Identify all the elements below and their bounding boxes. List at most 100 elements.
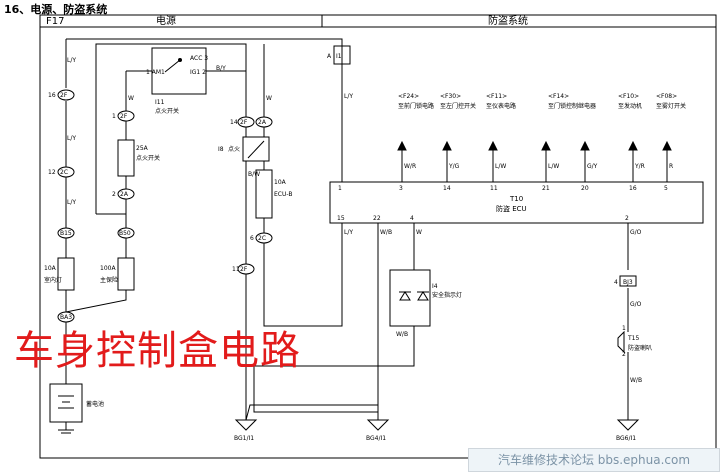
ecu-top-wire: W/R: [404, 163, 416, 170]
horn-name: 防盗喇叭: [628, 344, 652, 352]
ecu-id: T10: [509, 195, 523, 203]
conn-16: 16: [48, 92, 56, 99]
fuse-10a-rating: 10A: [44, 265, 57, 272]
conn-2A-e: 2A: [258, 119, 267, 126]
ecu-pin: 1: [338, 185, 342, 192]
conn-1: 1: [112, 113, 116, 120]
ground-label: BG6/I1: [616, 435, 636, 442]
horn-pin-1: 1: [622, 325, 626, 332]
horn-symbol: [617, 330, 625, 354]
arrow-up-icon: [397, 140, 407, 151]
indicator-id: I4: [432, 283, 438, 290]
wire-label: G/O: [630, 229, 642, 236]
conn-2A: 2A: [120, 191, 129, 198]
bj3-pin: 4: [614, 279, 618, 286]
signal-text: 至发动机: [618, 102, 642, 110]
conn-b15: B15: [60, 230, 72, 237]
switch-pin-ig1: IG1 2: [190, 69, 206, 76]
indicator-name: 安全指示灯: [432, 291, 462, 299]
switch-pin-acc: ACC 3: [190, 55, 208, 62]
switch-pin-am1: 1 AM1: [146, 69, 165, 76]
bj3-id: BJ3: [623, 279, 633, 286]
relay-name: 点火: [228, 145, 240, 153]
conn-11: 11: [232, 266, 240, 273]
ecu-name: 防盗 ECU: [496, 204, 527, 213]
conn-2F-d: 2F: [240, 266, 248, 273]
fuse-10a-box: [57, 257, 75, 291]
conn-2C-b: 2C: [258, 235, 266, 242]
conn-6: 6: [250, 235, 254, 242]
signal-code: <F30>: [440, 93, 461, 100]
conn-oval: [255, 232, 273, 244]
conn-oval: [117, 110, 135, 122]
ecu-top-wire: R: [669, 163, 673, 170]
indicator-box: [389, 269, 431, 327]
conn-12: 12: [48, 169, 56, 176]
fuse-25a-rating: 25A: [136, 145, 149, 152]
diagram-frame: [39, 14, 717, 459]
ecu-pin: 5: [664, 185, 668, 192]
signal-code: <F11>: [486, 93, 507, 100]
battery-name: 蓄电池: [86, 400, 104, 408]
ecu-pin: 15: [337, 215, 345, 222]
ecu-pin: 3: [399, 185, 403, 192]
battery-box: [49, 383, 83, 423]
signal-text: 至仪表电路: [486, 102, 516, 110]
conn-oval: [57, 311, 75, 323]
wire-ly-ecu: L/Y: [344, 93, 353, 100]
section-antitheft: 防盗系统: [488, 14, 528, 27]
wire-w-2: W: [266, 95, 272, 102]
wire-bw: B/W: [248, 171, 260, 178]
ecu-top-wire: Y/G: [448, 163, 460, 170]
ecu-pin: 4: [410, 215, 414, 222]
conn-ba3: BA3: [60, 314, 72, 321]
led-icon: [417, 291, 429, 301]
conn-oval: [237, 116, 255, 128]
section-power: 电源: [156, 14, 176, 27]
ground-label: BG1/I1: [234, 435, 254, 442]
relay-id: I8: [218, 146, 224, 153]
arrow-up-icon: [442, 140, 452, 151]
ecu-pin: 20: [581, 185, 589, 192]
ecu-pin: 22: [373, 215, 381, 222]
signal-code: <F10>: [618, 93, 639, 100]
ecu-box: [329, 181, 704, 224]
watermark-text: 车身控制盒电路: [14, 328, 301, 374]
signal-text: 至左门控开关: [440, 102, 476, 110]
fuse-100a-box: [117, 257, 135, 291]
wire-label: W: [416, 229, 422, 236]
forum-link[interactable]: 汽车维修技术论坛 bbs.ephua.com: [468, 448, 720, 472]
wire-label: W/B: [396, 331, 408, 338]
ground-icon: [616, 419, 640, 431]
conn-oval: [237, 263, 255, 275]
switch-id: I11: [155, 99, 165, 106]
conn-2: 2: [112, 191, 116, 198]
ecu-pin: 21: [542, 185, 550, 192]
ecu-top-wire: L/W: [548, 163, 559, 170]
fuse-10a-name: 室内灯: [44, 276, 62, 284]
signal-code: <F08>: [656, 93, 677, 100]
ecu-top-wire: L/W: [495, 163, 506, 170]
fuse-ecub-rating: 10A: [274, 179, 287, 186]
signal-text: 至前门锁电路: [398, 102, 434, 110]
ground-icon: [366, 419, 390, 431]
horn-id: T15: [627, 335, 639, 342]
conn-2C: 2C: [60, 169, 68, 176]
wire-w-1: W: [128, 95, 134, 102]
conn-b50: B50: [119, 230, 131, 237]
fig-id: F17: [46, 16, 64, 27]
ecu-pin: 11: [490, 185, 498, 192]
switch-name: 点火开关: [155, 107, 179, 115]
wire-gr: L/Y: [67, 199, 76, 206]
diode-icon: [399, 291, 411, 301]
conn-oval: [57, 166, 75, 178]
conn-2F-e: 2F: [240, 119, 248, 126]
signal-code: <F24>: [398, 93, 419, 100]
arrow-up-icon: [628, 140, 638, 151]
conn-oval: [255, 116, 273, 128]
page-title: 16、电源、防盗系统: [4, 3, 108, 16]
fuse-100a-rating: 100A: [100, 265, 116, 272]
ground-icon: [234, 419, 258, 431]
conn-14: 14: [230, 119, 238, 126]
